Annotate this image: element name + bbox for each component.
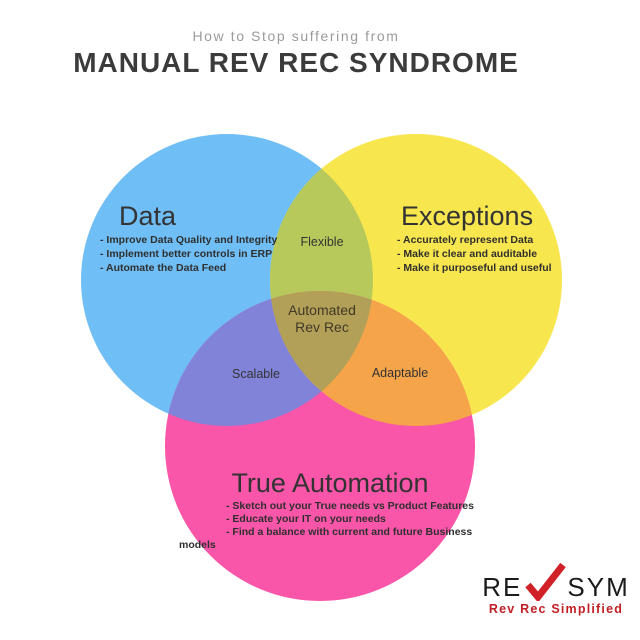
bullet-line: - Improve Data Quality and Integrity <box>100 234 278 246</box>
center-label-line2: Rev Rec <box>295 318 349 335</box>
logo-prefix: RE <box>482 572 523 602</box>
center-label-line1: Automated <box>288 302 356 318</box>
page-title: MANUAL REV REC SYNDROME <box>73 47 519 78</box>
bullet-line: - Make it clear and auditable <box>397 248 538 260</box>
exceptions-heading: Exceptions <box>401 201 534 231</box>
header-subtitle: How to Stop suffering from <box>192 28 400 44</box>
exceptions-bullet-list: - Accurately represent Data - Make it cl… <box>397 233 552 275</box>
header: How to Stop suffering from MANUAL REV RE… <box>0 28 592 79</box>
bullet-line: - Make it purposeful and useful <box>397 262 552 274</box>
logo-tagline: Rev Rec Simplified <box>488 602 624 616</box>
data-heading: Data <box>119 201 177 231</box>
logo-wordmark: RE SYM <box>474 556 638 602</box>
overlap-data-automation <box>165 291 373 426</box>
bullet-line: - Find a balance with current and future… <box>226 526 473 538</box>
checkmark-icon <box>525 562 567 601</box>
logo: RE SYM Rev Rec Simplified <box>474 556 638 616</box>
bullet-line: - Sketch out your True needs vs Product … <box>226 500 474 512</box>
bullet-line: - Educate your IT on your needs <box>226 513 386 525</box>
overlap-exceptions-automation <box>270 291 475 426</box>
bullet-line: - Implement better controls in ERP <box>100 248 273 260</box>
overlap-label-adaptable: Adaptable <box>371 366 429 380</box>
automation-bullet-list: - Sketch out your True needs vs Product … <box>179 500 501 552</box>
data-bullet-list: - Improve Data Quality and Integrity - I… <box>100 233 277 275</box>
overlap-label-scalable: Scalable <box>232 367 280 381</box>
overlap-label-flexible: Flexible <box>300 235 344 249</box>
bullet-line: - Accurately represent Data <box>397 234 534 246</box>
center-label: Automated Rev Rec <box>258 302 386 335</box>
bullet-line: - Automate the Data Feed <box>100 262 227 274</box>
logo-suffix: SYM <box>567 572 630 602</box>
automation-heading: True Automation <box>231 468 429 498</box>
bullet-line-wrap: models <box>179 539 216 551</box>
